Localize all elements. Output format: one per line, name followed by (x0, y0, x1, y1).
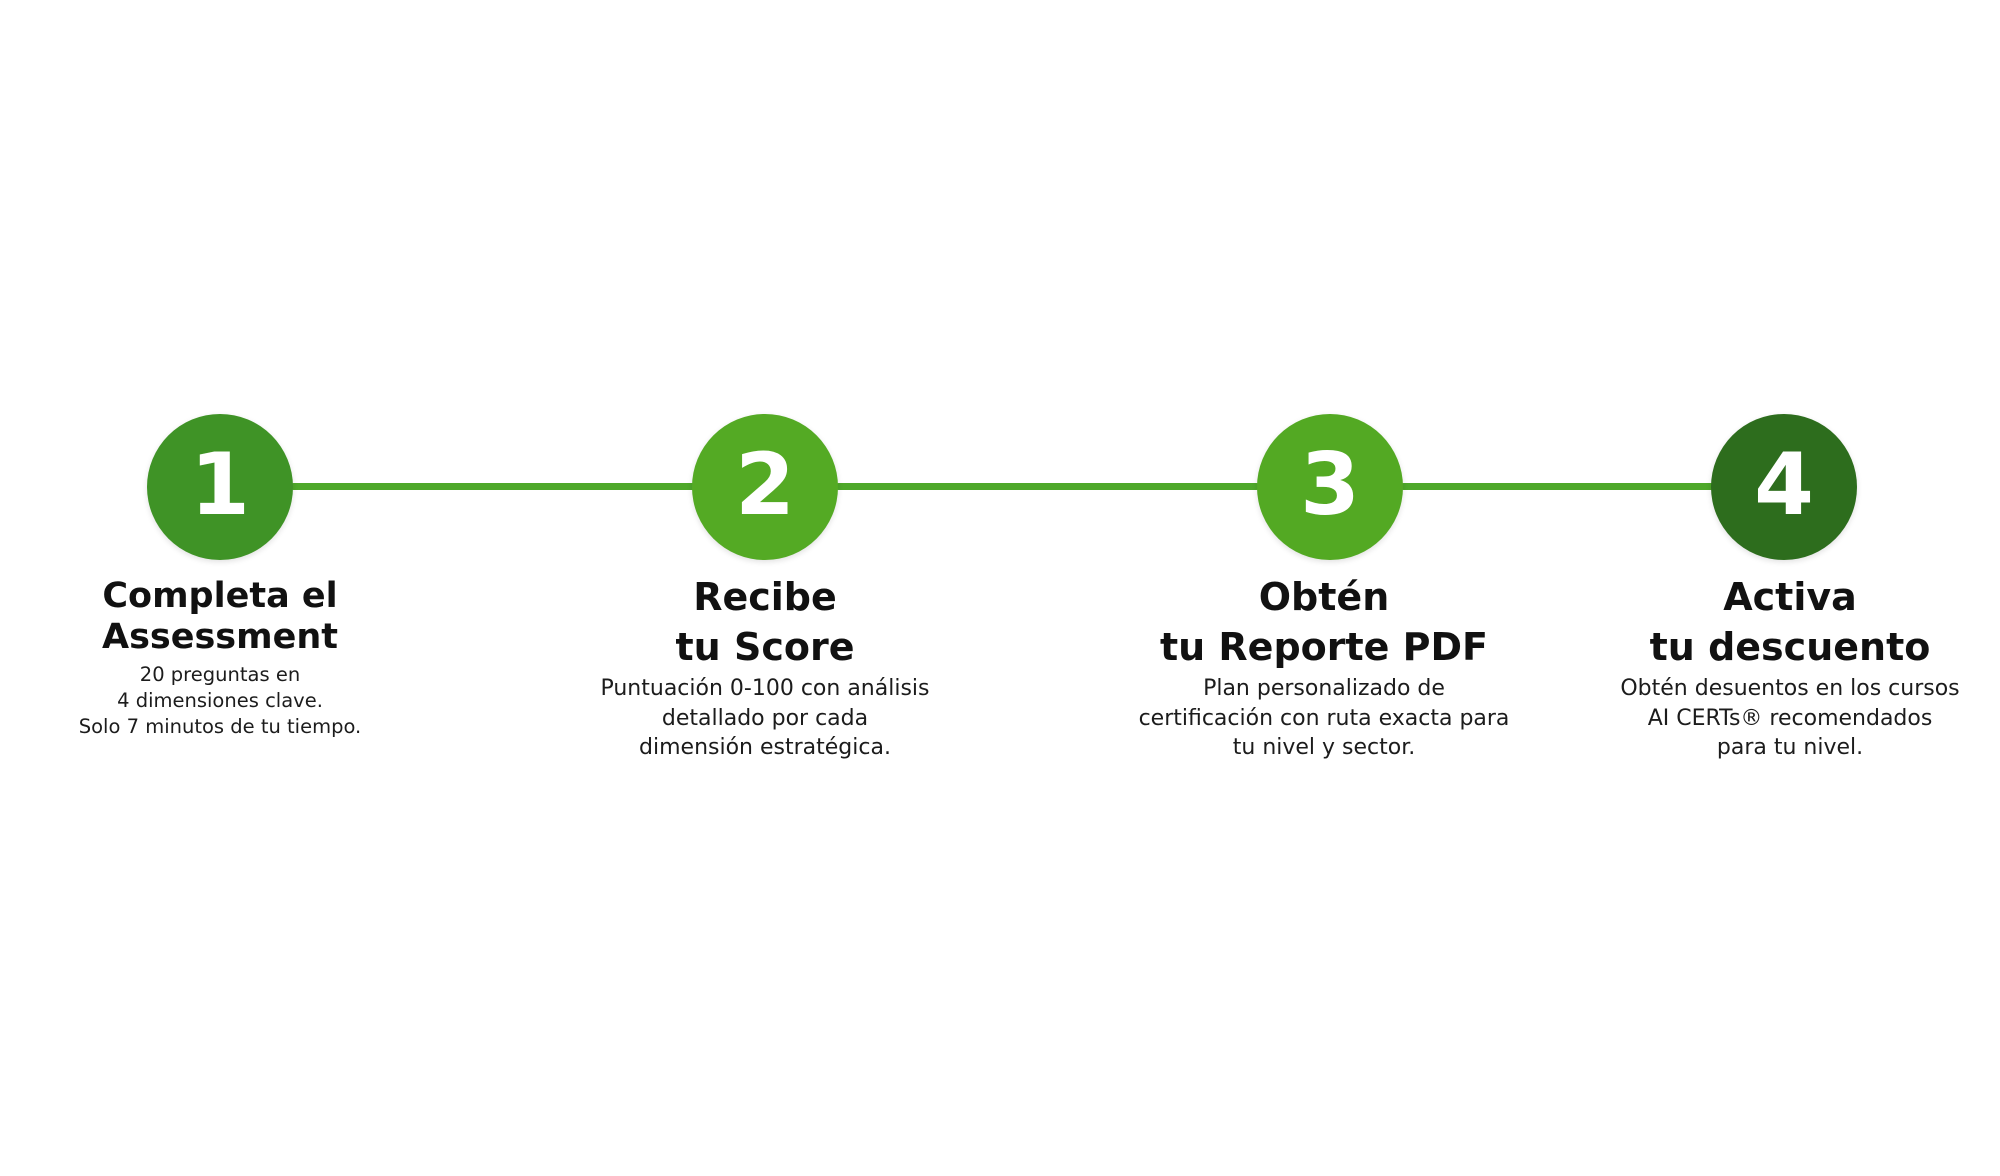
step-1-number: 1 (190, 435, 250, 535)
step-4-block: Activa tu descuento Obtén desuentos en l… (1570, 572, 2000, 763)
step-4-circle: 4 (1711, 414, 1857, 560)
connector-line-2-3 (835, 483, 1260, 490)
connector-line-3-4 (1400, 483, 1720, 490)
step-3-block: Obtén tu Reporte PDF Plan personalizado … (1104, 572, 1544, 763)
step-2-block: Recibe tu Score Puntuación 0-100 con aná… (545, 572, 985, 763)
step-3-number: 3 (1300, 435, 1360, 535)
step-1-title: Completa el Assessment (101, 576, 338, 657)
step-1-description: 20 preguntas en 4 dimensiones clave. Sol… (78, 663, 362, 738)
step-2-title: Recibe tu Score (675, 575, 855, 669)
step-1-block: Completa el Assessment 20 preguntas en 4… (0, 576, 440, 740)
step-1-circle: 1 (147, 414, 293, 560)
step-4-number: 4 (1754, 435, 1814, 535)
step-3-description: Plan personalizado de certificación con … (1138, 676, 1510, 760)
step-3-circle: 3 (1257, 414, 1403, 560)
step-4-description: Obtén desuentos en los cursos AI CERTs® … (1620, 676, 1960, 760)
step-4-title: Activa tu descuento (1649, 575, 1931, 669)
step-2-number: 2 (735, 435, 795, 535)
step-2-description: Puntuación 0-100 con análisis detallado … (600, 676, 930, 760)
connector-line-1-2 (290, 483, 700, 490)
step-3-title: Obtén tu Reporte PDF (1159, 575, 1489, 669)
step-2-circle: 2 (692, 414, 838, 560)
